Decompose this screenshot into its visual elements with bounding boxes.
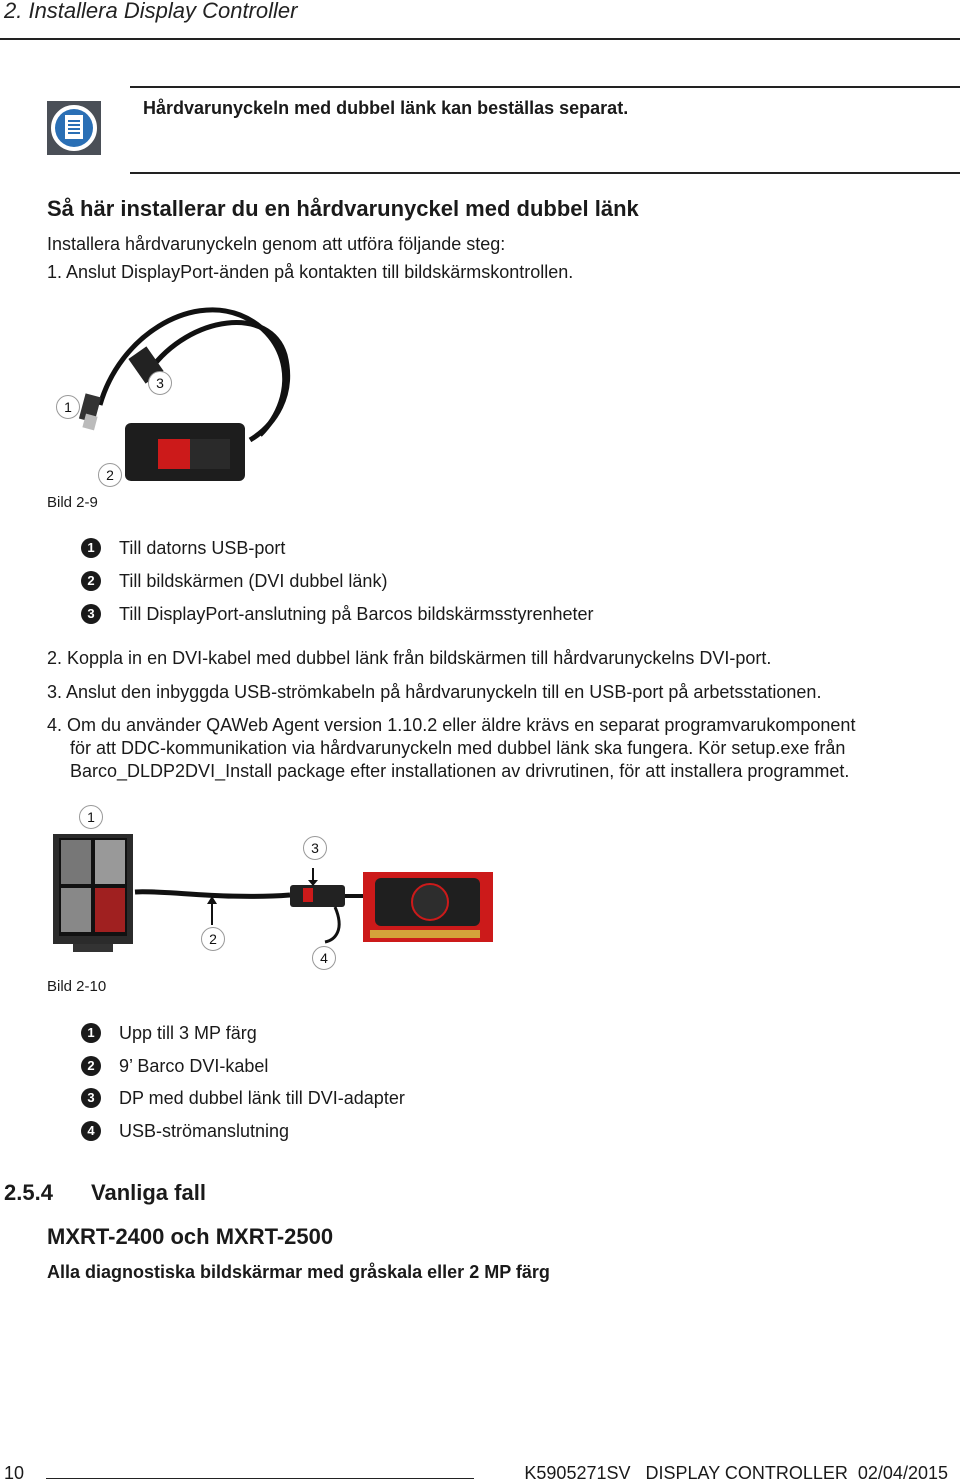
legend2-text-3: DP med dubbel länk till DVI-adapter [119, 1088, 405, 1108]
legend2-bullet-4: 4 [81, 1121, 101, 1141]
legend2-bullet-2: 2 [81, 1056, 101, 1076]
step-4-line-1: 4. Om du använder QAWeb Agent version 1.… [47, 715, 856, 735]
subsection-title: Vanliga fall [91, 1180, 206, 1205]
figure2-label-1: 1 [79, 805, 103, 829]
figure2-caption: Bild 2-10 [47, 978, 107, 995]
step-4-line-2: för att DDC-kommunikation via hårdvaruny… [70, 738, 846, 758]
figure1-label-1: 1 [56, 395, 80, 419]
footer-rule [46, 1478, 474, 1479]
legend1-bullet-3: 3 [81, 604, 101, 624]
legend2-text-4: USB-strömanslutning [119, 1121, 290, 1141]
legend2-bullet-1: 1 [81, 1023, 101, 1043]
note-bottom-rule [130, 172, 960, 174]
step-1: 1. Anslut DisplayPort-änden på kontakten… [47, 262, 574, 282]
legend2-text-2: 9’ Barco DVI-kabel [119, 1056, 269, 1076]
model-title: MXRT-2400 och MXRT-2500 [47, 1224, 334, 1249]
figure2-label-3: 3 [303, 836, 327, 860]
section-title: Så här installerar du en hårdvarunyckel … [47, 196, 639, 221]
step-4-line-3: Barco_DLDP2DVI_Install package efter ins… [70, 761, 850, 781]
legend1-bullet-2: 2 [81, 571, 101, 591]
section-intro: Installera hårdvarunyckeln genom att utf… [47, 234, 506, 254]
figure2-label-4: 4 [312, 946, 336, 970]
footer-page-number: 10 [4, 1463, 25, 1483]
note-text: Hårdvarunyckeln med dubbel länk kan best… [143, 98, 629, 118]
legend1-text-1: Till datorns USB-port [119, 538, 286, 558]
footer-document-info: K5905271SV DISPLAY CONTROLLER 02/04/2015 [524, 1463, 948, 1483]
figure-dongle-image [40, 295, 340, 495]
note-top-rule [130, 86, 960, 88]
page-header-title: 2. Installera Display Controller [4, 0, 298, 23]
legend2-text-1: Upp till 3 MP färg [119, 1023, 257, 1043]
figure-setup-image [45, 830, 500, 960]
legend1-bullet-1: 1 [81, 538, 101, 558]
subsection-number: 2.5.4 [4, 1180, 53, 1205]
figure1-label-3: 3 [148, 371, 172, 395]
legend1-text-3: Till DisplayPort-anslutning på Barcos bi… [119, 604, 594, 624]
step-3: 3. Anslut den inbyggda USB-strömkabeln p… [47, 682, 822, 702]
figure2-label-2: 2 [201, 927, 225, 951]
legend2-bullet-3: 3 [81, 1088, 101, 1108]
note-document-icon [47, 101, 101, 155]
step-2: 2. Koppla in en DVI-kabel med dubbel län… [47, 648, 772, 668]
legend1-text-2: Till bildskärmen (DVI dubbel länk) [119, 571, 388, 591]
model-text: Alla diagnostiska bildskärmar med gråska… [47, 1262, 550, 1282]
header-divider [0, 38, 960, 40]
figure1-label-2: 2 [98, 463, 122, 487]
figure1-caption: Bild 2-9 [47, 494, 98, 511]
